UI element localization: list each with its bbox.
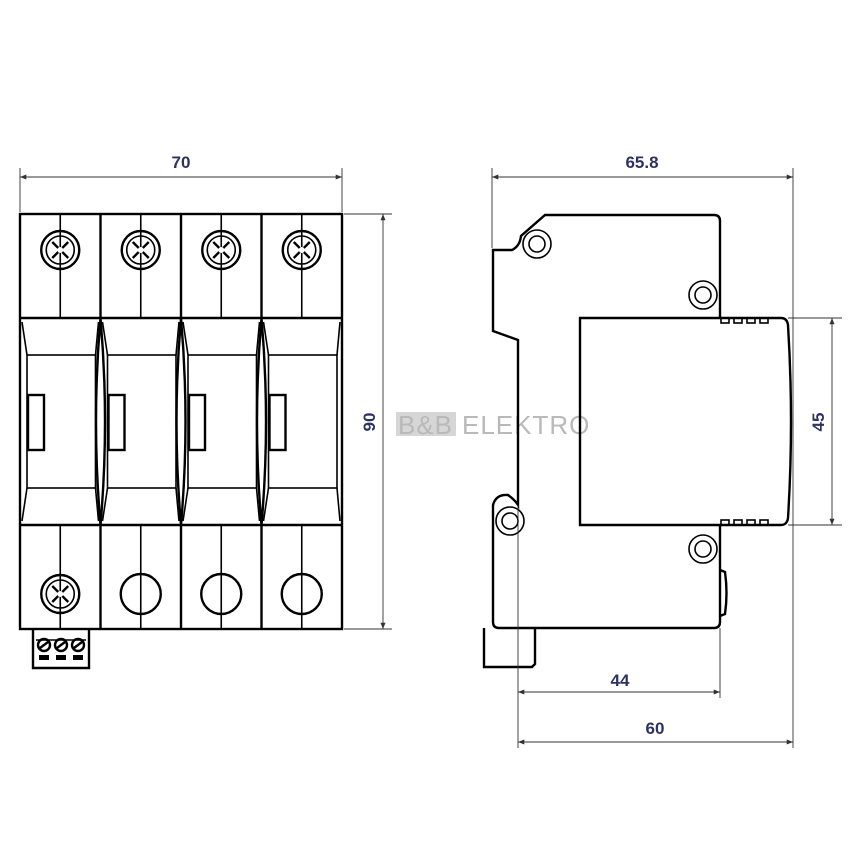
status-window <box>26 393 46 452</box>
side-knob <box>719 568 728 618</box>
terminal-screw-icon <box>201 229 242 271</box>
dimension-label-60: 60 <box>646 719 665 738</box>
status-window <box>187 393 207 452</box>
status-window <box>107 393 126 452</box>
dimension-depth-60: 60 <box>518 719 793 745</box>
dimension-label-44: 44 <box>611 671 630 690</box>
dimension-height-90: 90 <box>344 213 392 630</box>
pole-module <box>255 214 341 629</box>
front-view <box>18 212 344 670</box>
terminal-screw-icon <box>40 229 81 271</box>
status-window <box>268 393 287 452</box>
remote-contact-terminal <box>31 629 91 670</box>
dimension-depth-65-8: 65.8 <box>491 153 794 748</box>
terminal-screw-icon <box>40 573 81 615</box>
terminal-screw-icon <box>120 229 161 271</box>
dimension-height-45: 45 <box>788 317 842 526</box>
dimension-label-70: 70 <box>172 153 191 172</box>
terminal-screw-icon <box>281 229 322 271</box>
dimension-depth-44: 44 <box>517 505 721 748</box>
side-view <box>482 213 793 669</box>
pole-module <box>175 214 261 629</box>
terminal-opening <box>119 572 162 616</box>
watermark-logo: B&B ELEKTRO <box>396 410 590 440</box>
mounting-hole-icon <box>495 229 718 564</box>
dimension-label-45: 45 <box>809 413 828 432</box>
terminal-opening <box>280 572 323 616</box>
watermark-right: ELEKTRO <box>462 410 590 440</box>
dimension-width-70: 70 <box>19 153 343 212</box>
din-clip <box>482 628 537 669</box>
watermark-left: B&B <box>398 410 453 440</box>
pole-module <box>21 214 100 629</box>
dimension-label-65-8: 65.8 <box>625 153 658 172</box>
pole-module <box>94 214 180 629</box>
terminal-opening <box>200 572 243 616</box>
dimension-label-90: 90 <box>360 413 379 432</box>
